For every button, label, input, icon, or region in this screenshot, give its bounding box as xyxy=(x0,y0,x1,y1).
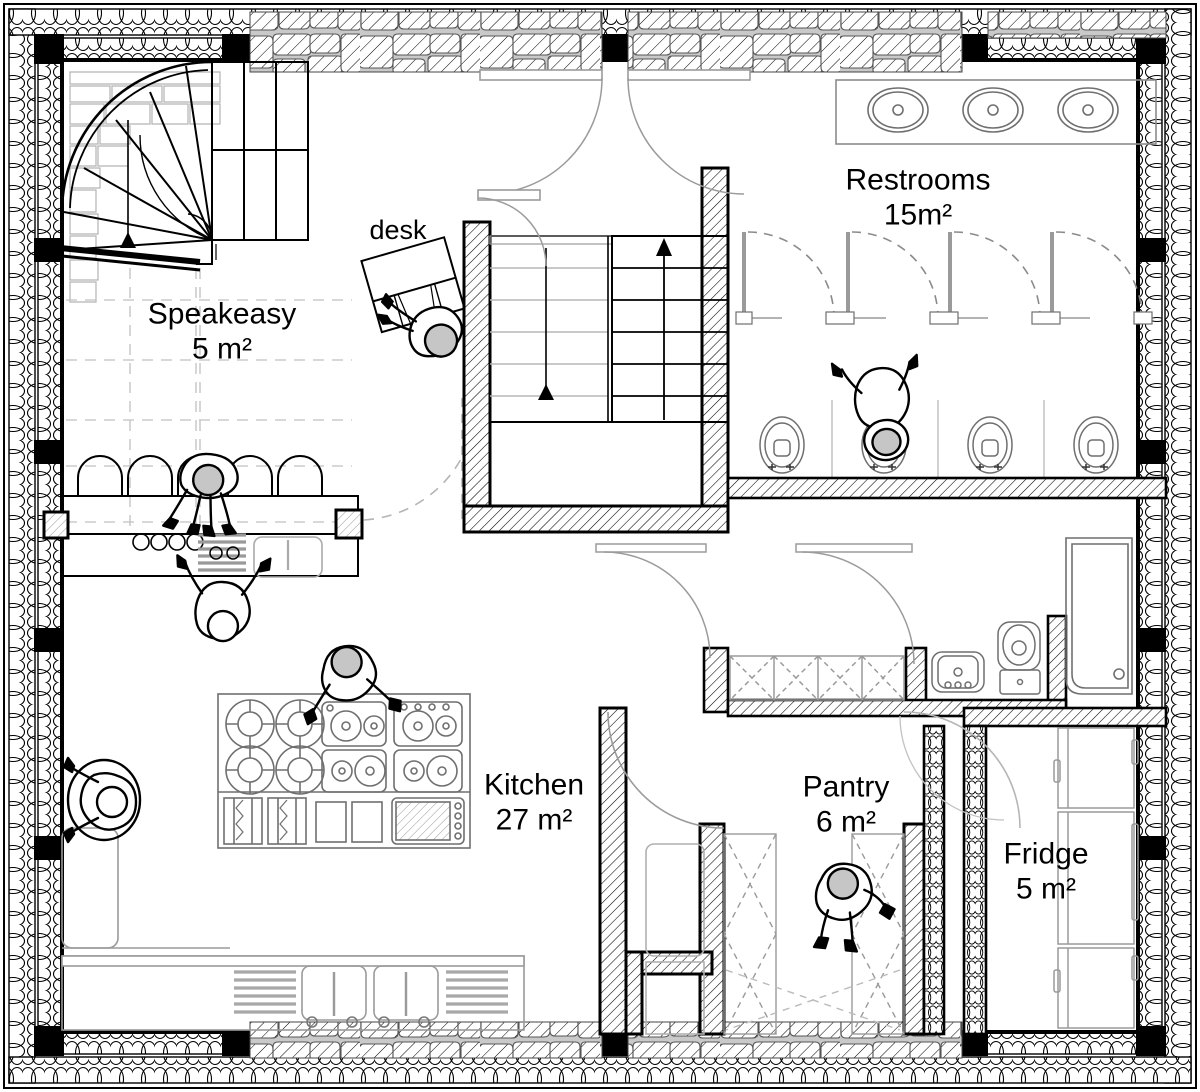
partition-swing-guide xyxy=(363,409,477,521)
bar-knobs xyxy=(209,546,240,560)
central-stair-core xyxy=(462,166,730,534)
kitchen-bottom-counter xyxy=(61,843,705,1035)
person-in-restroom-stall xyxy=(830,353,919,462)
bathtub xyxy=(1065,537,1133,695)
bathroom-sink xyxy=(931,651,985,693)
pantry-shelf-row xyxy=(729,655,905,701)
kitchen-appliances-lower xyxy=(223,797,465,845)
interior-doors xyxy=(595,543,1021,829)
stone-veneer-speakeasy xyxy=(69,71,221,303)
stone-masonry-walls xyxy=(69,11,1167,1059)
pantry-fridge-walls xyxy=(598,706,1168,1036)
person-at-stove xyxy=(303,644,402,726)
bar-pass-post xyxy=(42,508,364,540)
bar-sink xyxy=(253,536,323,578)
bar-equipment xyxy=(132,533,323,578)
toilet xyxy=(1073,416,1119,474)
person-kitchen-left xyxy=(62,756,142,844)
person-bar-seat xyxy=(162,452,239,538)
spiral-staircase xyxy=(59,60,309,272)
restroom-stalls xyxy=(735,231,1153,325)
structural-columns xyxy=(34,34,1166,1056)
kitchen-sink xyxy=(373,965,439,1028)
restroom-zone xyxy=(726,79,1168,500)
entry-doors xyxy=(477,69,751,267)
restroom-sink xyxy=(867,87,1119,133)
person-at-desk xyxy=(376,293,464,358)
fridge-units xyxy=(1053,727,1139,1029)
accessible-bathroom xyxy=(702,537,1133,718)
pantry-shelving xyxy=(723,833,905,1035)
people-figures xyxy=(62,293,919,953)
restroom-toilets xyxy=(759,416,1119,474)
restroom-sink-counter xyxy=(835,79,1157,145)
kitchen-stove-island xyxy=(217,693,471,849)
bathroom-toilet xyxy=(997,621,1041,695)
drainboard-left xyxy=(234,970,296,1014)
induction-cooktops xyxy=(321,701,463,793)
gas-burners xyxy=(225,699,325,795)
toilet xyxy=(759,416,805,474)
toilet xyxy=(967,416,1013,474)
kitchen-left-counter xyxy=(61,827,230,949)
person-in-pantry xyxy=(812,862,896,953)
bar-glasses xyxy=(132,533,204,551)
drainboard-right xyxy=(446,970,508,1014)
person-at-bar-counter xyxy=(176,554,272,643)
kitchen-sink xyxy=(301,965,367,1028)
